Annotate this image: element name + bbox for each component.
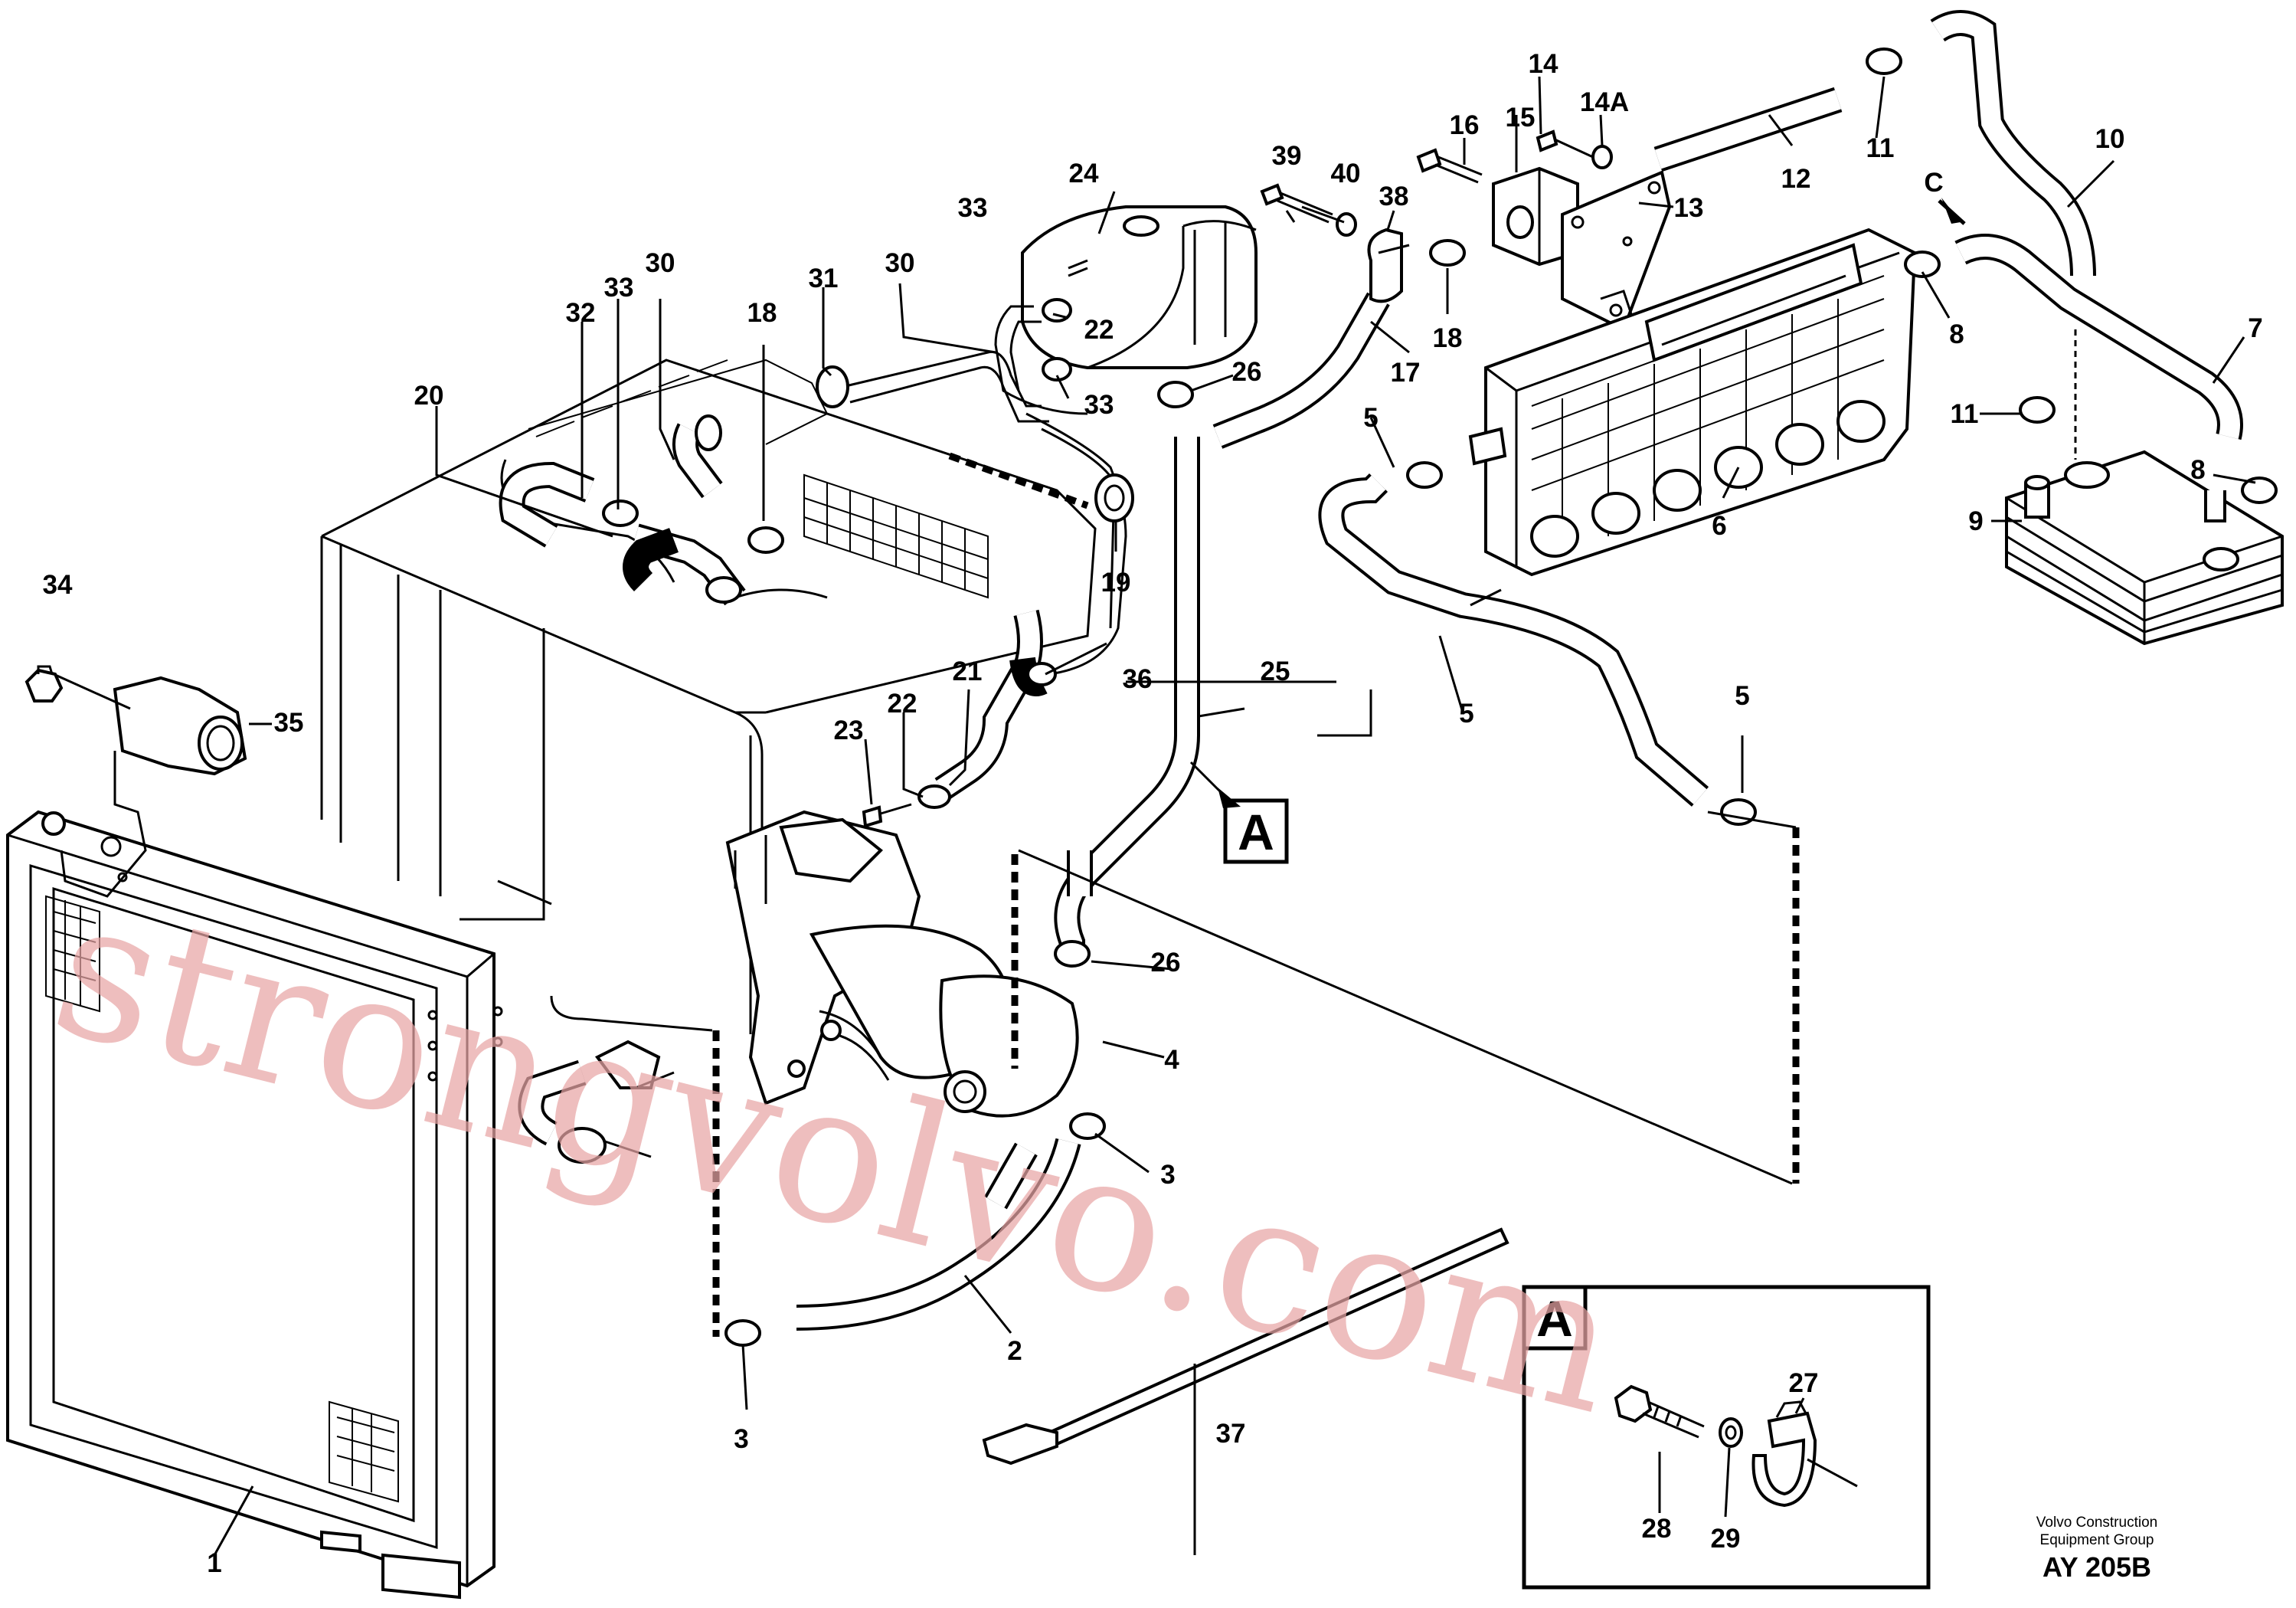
callout-18: 18 (747, 298, 777, 328)
inset-clamp (1751, 1411, 1817, 1508)
callout-14a: 14A (1580, 87, 1629, 117)
thermostat-housing (1492, 166, 1672, 332)
callout-9: 9 (1968, 506, 1983, 536)
callout-27: 27 (1789, 1368, 1819, 1398)
view-marker-a: A (1189, 761, 1289, 864)
callout-31: 31 (809, 264, 839, 293)
callout-5: 5 (1459, 699, 1473, 729)
oil-cooler (2005, 329, 2284, 646)
leader-lines (213, 76, 2256, 1556)
callout-25: 25 (1261, 657, 1290, 686)
drawing-code: AY 205B (2043, 1551, 2151, 1583)
inset-view-a: A (1522, 1285, 1931, 1590)
callout-36: 36 (1123, 664, 1153, 694)
callout-7: 7 (2248, 313, 2262, 343)
callout-30: 30 (646, 248, 675, 278)
section-line-tank (948, 452, 1089, 509)
footer: Volvo Construction Equipment Group AY 20… (2036, 1515, 2157, 1583)
cable-tie-37 (982, 1227, 1509, 1466)
svg-text:A: A (1536, 1290, 1573, 1347)
callout-1: 1 (207, 1548, 221, 1578)
company-name-line2: Equipment Group (2040, 1532, 2154, 1548)
plug-34 (25, 665, 64, 702)
callout-19: 19 (1101, 568, 1131, 598)
callout-8: 8 (1949, 319, 1964, 349)
callout-5: 5 (1735, 681, 1749, 711)
callout-34: 34 (43, 570, 73, 600)
callout-5: 5 (1363, 403, 1378, 433)
callout-4: 4 (1164, 1045, 1179, 1075)
callout-33: 33 (958, 193, 988, 223)
callout-23: 23 (834, 716, 864, 745)
inlet-pipe (518, 1040, 675, 1164)
callout-10: 10 (2095, 124, 2125, 154)
callout-8: 8 (2190, 455, 2205, 485)
callout-26: 26 (1151, 948, 1181, 978)
grommet-31 (816, 365, 849, 408)
screw-39 (1260, 183, 1333, 224)
callout-14: 14 (1529, 49, 1558, 79)
inset-washer (1719, 1417, 1743, 1448)
callout-18: 18 (1433, 323, 1463, 353)
inset-screw (1614, 1384, 1653, 1423)
washer-40 (1336, 212, 1357, 237)
callout-6: 6 (1712, 511, 1726, 541)
callout-35: 35 (274, 708, 304, 738)
connector-23 (862, 805, 883, 828)
connector-35 (53, 673, 247, 898)
callout-30: 30 (885, 248, 915, 278)
callout-38: 38 (1379, 182, 1409, 211)
callout-37: 37 (1216, 1419, 1246, 1449)
view-marker-c: C (1924, 168, 1966, 225)
expansion-tank (1021, 205, 1258, 369)
callout-3: 3 (1160, 1160, 1175, 1190)
callout-15: 15 (1506, 103, 1536, 133)
screw-16 (1416, 148, 1483, 184)
callout-33: 33 (604, 273, 634, 303)
coolant-manifold (1468, 228, 1917, 577)
callout-20: 20 (414, 381, 444, 411)
callout-32: 32 (566, 298, 596, 328)
radiator (6, 810, 503, 1600)
callout-21: 21 (953, 657, 983, 686)
callout-26: 26 (1232, 357, 1262, 387)
callout-29: 29 (1711, 1524, 1741, 1554)
callout-22: 22 (1084, 315, 1114, 345)
clamp-38 (1367, 228, 1410, 303)
water-pump-assembly (725, 810, 1079, 1118)
callout-28: 28 (1642, 1514, 1672, 1544)
callout-24: 24 (1069, 159, 1099, 188)
callout-12: 12 (1781, 164, 1811, 194)
callout-39: 39 (1272, 141, 1302, 171)
callout-33: 33 (1084, 390, 1114, 420)
washer-14a (1591, 145, 1613, 169)
callout-3: 3 (734, 1424, 748, 1454)
svg-text:C: C (1924, 168, 1943, 198)
callout-16: 16 (1450, 110, 1480, 140)
callout-11: 11 (1951, 399, 1979, 429)
callout-11: 11 (1866, 133, 1895, 163)
company-name-line1: Volvo Construction (2036, 1515, 2157, 1531)
callout-40: 40 (1331, 159, 1361, 188)
callout-2: 2 (1007, 1336, 1022, 1366)
screw-14 (1536, 129, 1594, 159)
callout-22: 22 (888, 689, 917, 719)
grommet-19 (1094, 473, 1134, 522)
callout-17: 17 (1391, 358, 1421, 388)
svg-text:A: A (1238, 804, 1274, 860)
callout-13: 13 (1674, 193, 1704, 223)
callout-numbers: 1 2 3 3 4 5 5 5 6 7 8 8 9 10 11 11 12 13… (43, 49, 2263, 1578)
